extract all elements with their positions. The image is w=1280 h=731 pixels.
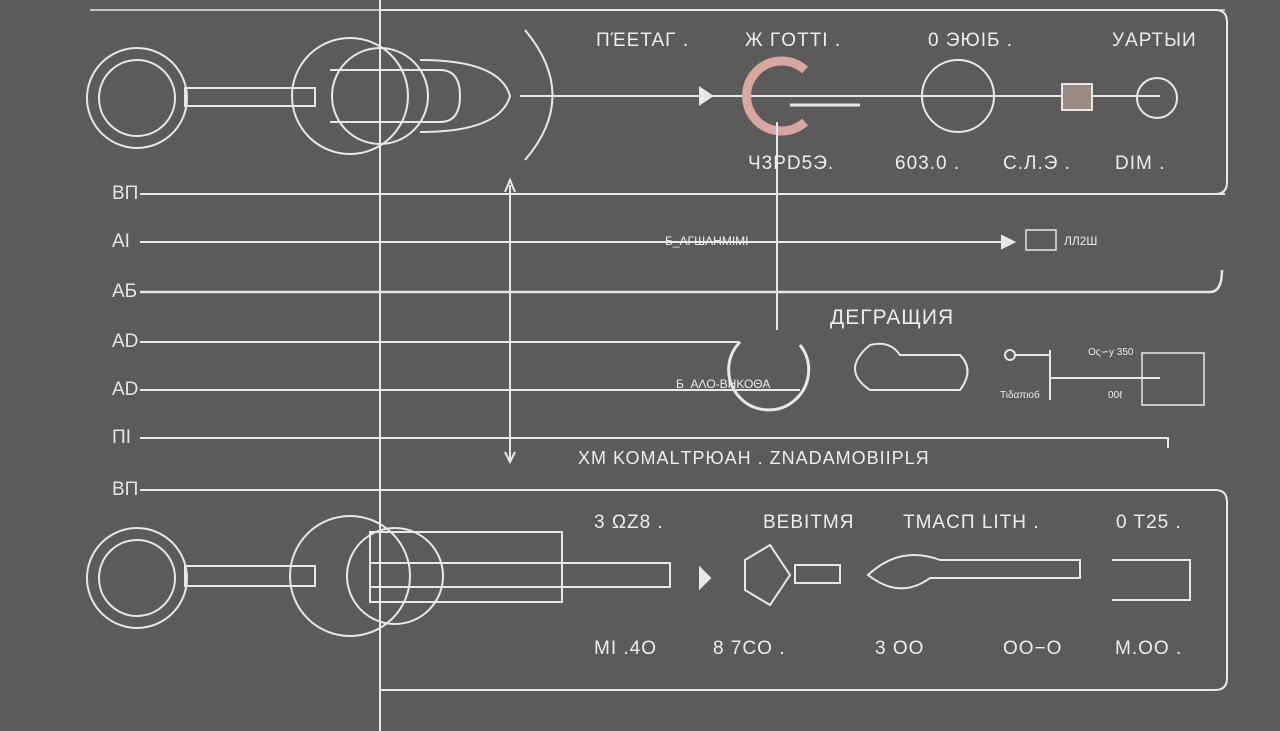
bottom-value-2: 8 7CΟ . [713, 638, 786, 659]
arrow-target: ЛЛ2Ш [1064, 234, 1098, 248]
bottom-value-5: Μ.ΟΟ . [1115, 638, 1183, 659]
top-header-4: УΑРТЫИ [1112, 30, 1197, 51]
caption: ΧΜ ΚΟΜΑLΤΡЮΑΗ . ΖΝΑDΑΜΟΒΙΙΡLЯ [578, 448, 930, 468]
arrow-label: Б_АΓШΑΗΜΙΜΙ [665, 234, 749, 248]
small-bottom-label: 00ℓ [1108, 390, 1123, 401]
top-header-1: ΠΈΕΤΑΓ . [596, 30, 690, 51]
bottom-panel-frame [380, 489, 1228, 691]
row-label-3: ΑБ [112, 281, 138, 302]
bottom-value-4: ΟΟ−Ο [1003, 638, 1063, 659]
row-label-4: ΑD [112, 331, 139, 352]
top-header-3: 0 ЭЮΙБ . [928, 30, 1014, 51]
flask-shape [854, 342, 969, 391]
row-label-2: ΑΙ [112, 231, 130, 252]
row-label-7: ΒΠ [112, 479, 139, 500]
top-value-4: DΙΜ . [1115, 153, 1166, 174]
box [1061, 83, 1093, 111]
top-value-2: 603.0 . [895, 153, 961, 174]
ring [921, 59, 995, 133]
top-value-1: Ч3ΡD5Э. [748, 153, 835, 174]
row-label-5: ΑD [112, 379, 139, 400]
small-left-label: Τιδαπιοб [1000, 390, 1040, 401]
small-ring [1136, 77, 1178, 119]
row-label-6: ΠΙ [112, 427, 131, 448]
top-value-3: С.Л.Э . [1003, 153, 1071, 174]
loop-label: Б_ΑΛΟ-ΒΗΚΟΘΑ [676, 377, 771, 391]
bottom-value-3: 3 ΟΟ [875, 638, 925, 659]
key-shape-top [86, 29, 554, 161]
bottom-header-3: ΤΜΑCΠ LΙΤΗ . [903, 512, 1040, 533]
key-shape-bottom [86, 515, 671, 637]
small-top-label: Ος∽у 350 [1088, 347, 1134, 358]
bottom-header-1: 3 ΩZ8 . [594, 512, 664, 533]
c-shape [742, 56, 809, 136]
bottom-header-2: ΒΕΒΙΤΜЯ [763, 512, 855, 533]
bottom-value-1: ΜΙ .4Ο [594, 638, 658, 659]
loop-shape [727, 340, 811, 412]
section-title: ДЕГРАЩИЯ [830, 306, 955, 329]
arrow-head [699, 86, 714, 106]
bottom-header-4: 0 Τ25 . [1116, 512, 1182, 533]
row-label-1: ΒΠ [112, 183, 139, 204]
top-header-2: Ж ΓΟΤΤΙ . [745, 30, 842, 51]
